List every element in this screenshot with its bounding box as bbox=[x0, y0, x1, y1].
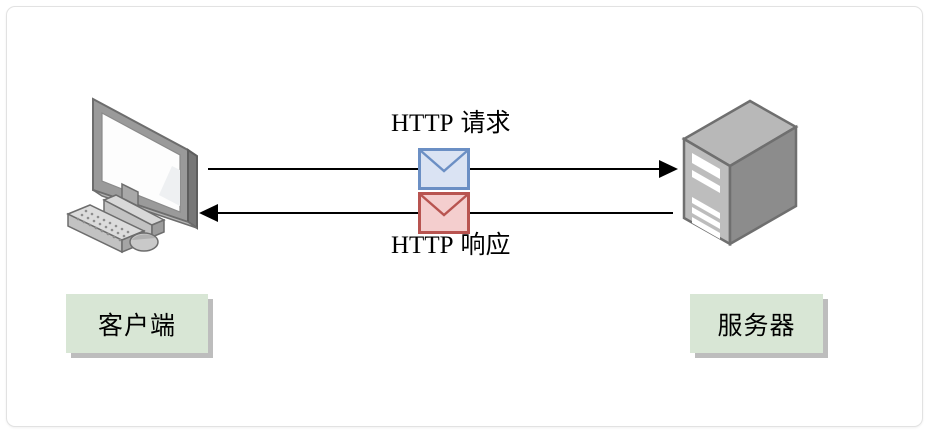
response-label-latin: HTTP bbox=[391, 232, 454, 259]
desktop-computer-icon bbox=[60, 82, 210, 257]
request-label: HTTP 请求 bbox=[391, 110, 510, 136]
server-label-box: 服务器 bbox=[690, 294, 823, 353]
client-label-text: 客户端 bbox=[97, 310, 176, 340]
response-label-cjk: 响应 bbox=[460, 230, 511, 259]
response-arrow-head bbox=[199, 204, 218, 222]
envelope-icon-red bbox=[418, 192, 470, 234]
request-label-cjk: 请求 bbox=[460, 108, 511, 137]
client-label-box: 客户端 bbox=[66, 294, 208, 353]
server-label-text: 服务器 bbox=[717, 310, 796, 340]
response-label: HTTP 响应 bbox=[391, 232, 510, 258]
request-arrow-head bbox=[659, 160, 678, 178]
envelope-icon-blue bbox=[418, 148, 470, 190]
request-label-latin: HTTP bbox=[391, 110, 454, 137]
server-tower-icon bbox=[672, 96, 807, 256]
